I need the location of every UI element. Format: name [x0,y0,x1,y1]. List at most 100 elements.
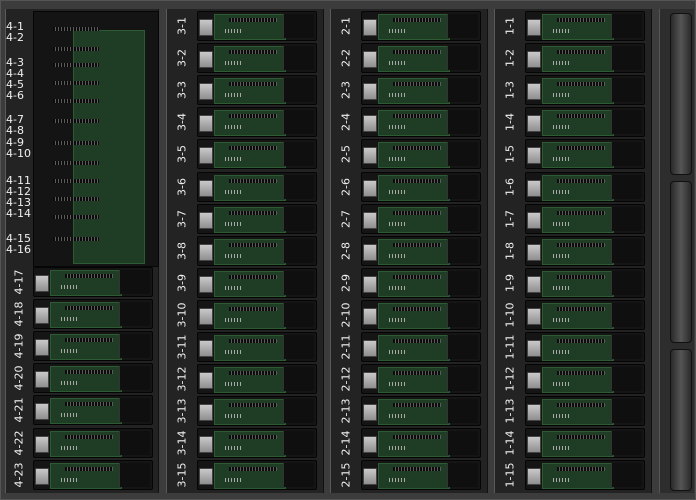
slot-1-8[interactable] [525,235,645,266]
fan-2[interactable] [670,181,692,343]
slot-2-11[interactable] [361,332,481,362]
latch-icon[interactable] [527,83,541,101]
latch-icon[interactable] [199,211,213,229]
slot-3-8[interactable] [197,235,317,266]
slot-1-1[interactable] [525,11,645,41]
slot-2-9[interactable] [361,267,481,298]
latch-icon[interactable] [35,307,49,325]
fan-3[interactable] [670,349,692,491]
latch-icon[interactable] [363,83,377,101]
slot-1-11[interactable] [525,332,645,362]
slot-2-4[interactable] [361,107,481,138]
latch-icon[interactable] [35,275,49,292]
slot-1-7[interactable] [525,203,645,234]
slot-2-7[interactable] [361,203,481,234]
slot-1-15[interactable] [525,460,645,491]
latch-icon[interactable] [527,372,541,390]
slot-4-22[interactable] [33,427,153,458]
latch-icon[interactable] [527,243,541,261]
slot-1-3[interactable] [525,75,645,106]
slot-2-5[interactable] [361,139,481,170]
latch-icon[interactable] [527,115,541,133]
slot-1-14[interactable] [525,428,645,459]
slot-2-13[interactable] [361,396,481,427]
latch-icon[interactable] [199,404,213,422]
slot-4-17[interactable] [33,267,153,297]
latch-icon[interactable] [199,436,213,454]
latch-icon[interactable] [363,307,377,325]
slot-2-8[interactable] [361,235,481,266]
slot-3-13[interactable] [197,396,317,427]
slot-4-21[interactable] [33,395,153,426]
latch-icon[interactable] [527,51,541,69]
latch-icon[interactable] [363,179,377,197]
latch-icon[interactable] [199,179,213,197]
latch-icon[interactable] [527,211,541,229]
latch-icon[interactable] [363,211,377,229]
latch-icon[interactable] [35,403,49,421]
slot-4-20[interactable] [33,363,153,394]
latch-icon[interactable] [527,307,541,325]
latch-icon[interactable] [363,275,377,293]
slot-3-14[interactable] [197,428,317,459]
slot-3-11[interactable] [197,332,317,362]
latch-icon[interactable] [363,372,377,390]
tall-card-bay[interactable] [33,11,159,267]
latch-icon[interactable] [199,243,213,261]
slot-2-15[interactable] [361,460,481,491]
slot-2-14[interactable] [361,428,481,459]
latch-icon[interactable] [199,372,213,390]
slot-1-2[interactable] [525,43,645,74]
slot-3-6[interactable] [197,171,317,202]
slot-1-9[interactable] [525,267,645,298]
slot-2-10[interactable] [361,299,481,330]
slot-3-10[interactable] [197,299,317,330]
latch-icon[interactable] [199,307,213,325]
latch-icon[interactable] [363,468,377,486]
slot-3-9[interactable] [197,267,317,298]
latch-icon[interactable] [35,435,49,453]
slot-3-4[interactable] [197,107,317,138]
latch-icon[interactable] [363,19,377,36]
latch-icon[interactable] [199,83,213,101]
slot-3-12[interactable] [197,364,317,395]
slot-3-1[interactable] [197,11,317,41]
slot-3-7[interactable] [197,203,317,234]
latch-icon[interactable] [199,468,213,486]
latch-icon[interactable] [527,19,541,36]
latch-icon[interactable] [363,243,377,261]
slot-4-19[interactable] [33,331,153,362]
slot-2-2[interactable] [361,43,481,74]
latch-icon[interactable] [527,147,541,165]
latch-icon[interactable] [35,339,49,357]
latch-icon[interactable] [363,436,377,454]
slot-1-13[interactable] [525,396,645,427]
slot-3-15[interactable] [197,460,317,491]
latch-icon[interactable] [363,115,377,133]
slot-4-18[interactable] [33,299,153,330]
latch-icon[interactable] [199,115,213,133]
slot-2-6[interactable] [361,171,481,202]
latch-icon[interactable] [527,404,541,422]
latch-icon[interactable] [363,340,377,357]
slot-1-4[interactable] [525,107,645,138]
slot-1-6[interactable] [525,171,645,202]
latch-icon[interactable] [199,19,213,36]
latch-icon[interactable] [363,404,377,422]
slot-1-5[interactable] [525,139,645,170]
latch-icon[interactable] [199,275,213,293]
latch-icon[interactable] [35,467,49,485]
latch-icon[interactable] [199,51,213,69]
slot-3-5[interactable] [197,139,317,170]
fan-1[interactable] [670,13,692,175]
latch-icon[interactable] [527,468,541,486]
slot-3-3[interactable] [197,75,317,106]
latch-icon[interactable] [363,51,377,69]
latch-icon[interactable] [35,371,49,389]
slot-3-2[interactable] [197,43,317,74]
slot-1-12[interactable] [525,364,645,395]
latch-icon[interactable] [527,436,541,454]
latch-icon[interactable] [527,179,541,197]
slot-1-10[interactable] [525,299,645,330]
latch-icon[interactable] [199,147,213,165]
